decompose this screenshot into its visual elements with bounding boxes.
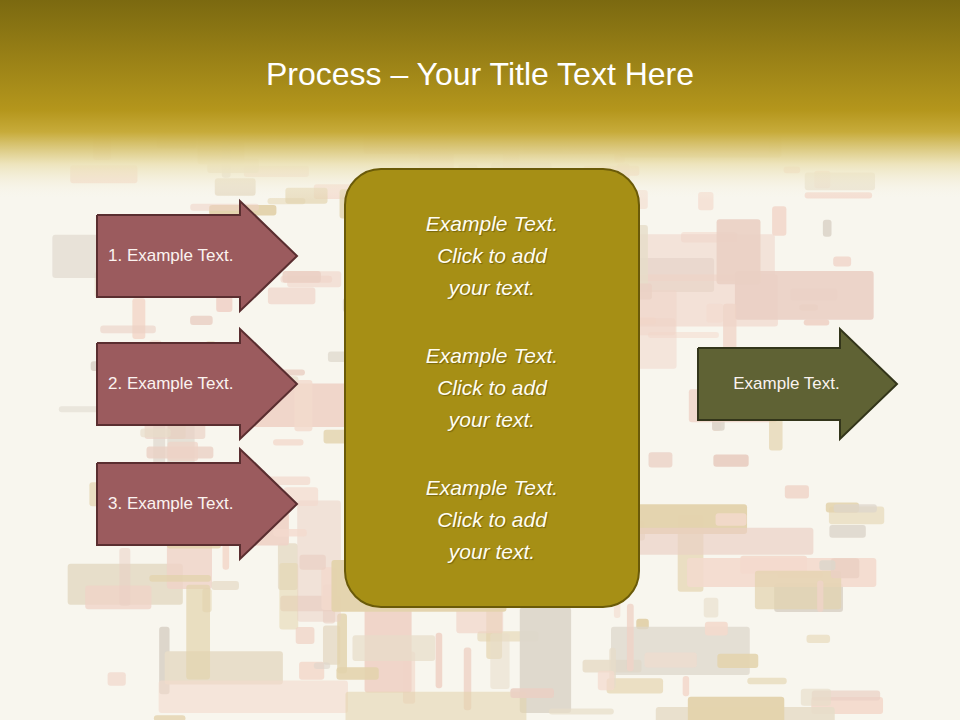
body-text: Example Text. Click to add your text. xyxy=(417,208,567,304)
cloud-mark xyxy=(216,296,232,312)
cloud-mark xyxy=(645,652,697,667)
cloud-mark xyxy=(772,206,786,236)
cloud-mark xyxy=(713,455,748,467)
cloud-mark xyxy=(149,575,211,582)
cloud-mark xyxy=(100,325,156,333)
step-label: Example Text. xyxy=(733,373,839,395)
arrow-outline xyxy=(97,201,297,311)
cloud-mark xyxy=(807,635,831,643)
cloud-mark xyxy=(627,604,634,671)
cloud-mark xyxy=(823,220,832,237)
cloud-mark xyxy=(755,571,841,610)
content-box: Example Text. Click to add your text. Exa… xyxy=(344,168,640,608)
cloud-mark xyxy=(268,287,315,304)
step-arrow: 2. Example Text. xyxy=(96,328,298,440)
cloud-mark xyxy=(352,635,435,661)
cloud-mark xyxy=(283,271,321,283)
body-text: Example Text. Click to add your text. xyxy=(417,472,567,568)
cloud-mark xyxy=(140,429,171,438)
cloud-mark xyxy=(613,528,813,555)
cloud-mark xyxy=(829,525,865,538)
cloud-mark xyxy=(704,598,719,618)
result-arrow: Example Text. xyxy=(697,328,898,440)
cloud-mark xyxy=(436,633,443,688)
cloud-mark xyxy=(819,560,835,570)
cloud-mark xyxy=(168,442,198,461)
slide-title: Process – Your Title Text Here xyxy=(0,52,960,96)
cloud-mark xyxy=(336,667,378,679)
cloud-mark xyxy=(273,439,303,445)
cloud-mark xyxy=(190,316,213,325)
cloud-mark xyxy=(649,452,673,467)
cloud-mark xyxy=(705,622,728,636)
cloud-mark xyxy=(314,663,330,669)
cloud-mark xyxy=(747,678,786,684)
arrow-outline xyxy=(97,449,297,559)
cloud-mark xyxy=(202,588,211,612)
cloud-mark xyxy=(549,708,614,714)
cloud-mark xyxy=(300,555,326,570)
cloud-mark xyxy=(683,676,689,696)
cloud-mark xyxy=(717,219,761,284)
step-label: 2. Example Text. xyxy=(108,373,233,395)
title-area: Process – Your Title Text Here xyxy=(0,52,960,96)
cloud-mark xyxy=(706,304,723,323)
cloud-mark xyxy=(159,680,348,713)
arrow-outline xyxy=(97,329,297,439)
cloud-mark xyxy=(294,380,312,431)
cloud-mark xyxy=(108,672,126,685)
cloud-mark xyxy=(804,320,830,326)
cloud-mark xyxy=(346,692,527,720)
cloud-mark xyxy=(279,563,298,630)
cloud-mark xyxy=(799,305,817,311)
cloud-mark xyxy=(801,689,831,706)
cloud-mark xyxy=(85,585,151,609)
arrow-outline xyxy=(698,329,897,439)
cloud-mark xyxy=(273,529,307,537)
cloud-mark xyxy=(688,697,784,720)
cloud-mark xyxy=(154,715,186,720)
cloud-mark xyxy=(119,548,130,606)
cloud-mark xyxy=(490,633,509,689)
cloud-mark xyxy=(598,671,615,690)
cloud-mark xyxy=(296,627,315,644)
cloud-mark xyxy=(817,580,823,612)
cloud-mark xyxy=(834,504,877,512)
body-text: Example Text. Click to add your text. xyxy=(417,340,567,436)
cloud-mark xyxy=(510,688,554,698)
cloud-mark xyxy=(717,654,758,668)
cloud-mark xyxy=(636,290,676,369)
box-outline xyxy=(345,169,639,607)
step-label: 3. Example Text. xyxy=(108,493,233,515)
step-arrow: 1. Example Text. xyxy=(96,200,298,312)
cloud-mark xyxy=(337,614,347,674)
step-arrow: 3. Example Text. xyxy=(96,448,298,560)
cloud-mark xyxy=(165,651,283,684)
cloud-mark xyxy=(211,581,239,590)
cloud-mark xyxy=(833,257,851,267)
step-label: 1. Example Text. xyxy=(108,245,233,267)
cloud-mark xyxy=(716,513,747,525)
cloud-mark xyxy=(785,485,809,498)
